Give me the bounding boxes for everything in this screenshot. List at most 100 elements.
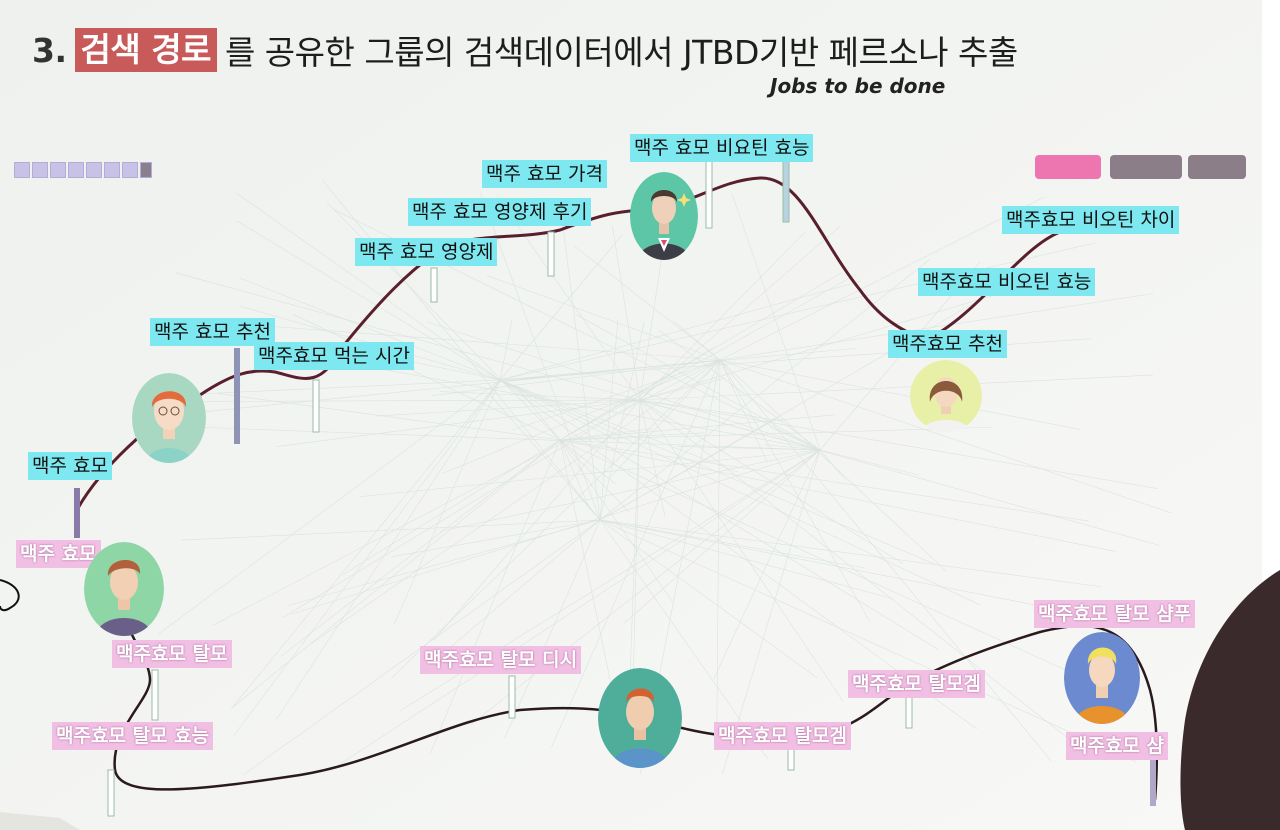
mesh-line: [499, 379, 739, 473]
mesh-line: [639, 399, 844, 702]
mesh-line: [559, 439, 1089, 522]
mesh-line: [322, 180, 601, 521]
mesh-line: [623, 449, 821, 624]
mesh-line: [609, 359, 721, 478]
mesh-line: [719, 359, 768, 462]
mesh-line: [271, 326, 721, 361]
keyword-upper: 맥주 효모 가격: [482, 160, 607, 188]
mesh-line: [559, 426, 993, 441]
mesh-line: [443, 359, 721, 474]
marker: [151, 669, 159, 721]
mesh-line: [628, 399, 641, 704]
persona-woman-bob-avatar: [910, 360, 982, 432]
mesh-line: [639, 399, 1082, 750]
mesh-line: [639, 399, 1158, 489]
toolbar-square[interactable]: [50, 162, 66, 178]
marker: [234, 348, 240, 444]
toolbar-square[interactable]: [140, 162, 152, 178]
slide-title: 3. 검색 경로 를 공유한 그룹의 검색데이터에서 JTBD기반 페르소나 추…: [32, 24, 1018, 76]
mesh-line: [731, 194, 821, 451]
keyword-upper: 맥주 효모 영양제 후기: [408, 198, 592, 226]
toolbar-button-gray[interactable]: [1188, 155, 1246, 179]
mesh-line: [328, 449, 821, 772]
mesh-line: [480, 192, 601, 521]
mesh-line: [719, 359, 871, 623]
mesh-line: [158, 379, 501, 635]
mesh-line: [236, 220, 501, 381]
marker: [547, 231, 555, 277]
toolbar-square[interactable]: [32, 162, 48, 178]
mesh-line: [719, 359, 1172, 514]
mesh-line: [722, 449, 821, 775]
mesh-line: [470, 449, 821, 725]
persona-man-blond-avatar: [1064, 632, 1140, 724]
mesh-line: [573, 245, 721, 361]
toolbar-square[interactable]: [122, 162, 138, 178]
toolbar-square[interactable]: [68, 162, 84, 178]
mesh-line: [232, 379, 501, 708]
corner-mark: [0, 812, 80, 830]
mesh-line: [439, 391, 641, 401]
title-highlight: 검색 경로: [74, 28, 217, 72]
marker: [1150, 760, 1156, 806]
toolbar-square[interactable]: [14, 162, 30, 178]
keyword-upper: 맥주 효모 비요틴 효능: [630, 134, 814, 162]
keyword-lower: 맥주효모 탈모 디시: [420, 646, 582, 674]
mesh-line: [448, 519, 601, 649]
mesh-line: [499, 379, 939, 650]
mesh-line: [599, 267, 1036, 521]
mesh-line: [440, 449, 821, 532]
mesh-line: [559, 274, 856, 441]
mesh-line: [599, 258, 931, 521]
mesh-line: [391, 359, 721, 679]
mesh-line: [599, 519, 768, 760]
toolbar-button-gray[interactable]: [1110, 155, 1182, 179]
keyword-lower: 맥주효모 탈모겜: [848, 670, 985, 698]
mesh-line: [433, 399, 641, 641]
slide-number: 3.: [32, 30, 67, 70]
keyword-lower: 맥주효모 탈모겜: [714, 722, 851, 750]
level-markers: [74, 159, 1156, 817]
marker: [107, 769, 115, 817]
mesh-line: [819, 449, 920, 476]
mesh-line: [639, 231, 806, 401]
keyword-lower: 맥주효모 탈모: [112, 640, 232, 668]
persona-red-hair-woman-avatar: [132, 373, 206, 463]
mesh-line: [819, 449, 846, 480]
mesh-line: [559, 439, 1117, 552]
mesh-line: [639, 286, 1022, 401]
mesh-line: [639, 225, 841, 401]
network-mesh: [157, 180, 1172, 775]
mesh-line: [427, 321, 821, 451]
mesh-line: [360, 449, 821, 497]
mini-toolbar: [14, 162, 152, 178]
keyword-upper: 맥주효모 비오틴 차이: [1002, 206, 1180, 234]
mesh-line: [499, 242, 1096, 381]
mesh-line: [239, 277, 501, 381]
mesh-line: [519, 389, 561, 441]
mesh-line: [559, 199, 601, 521]
mesh-line: [429, 439, 561, 754]
mesh-line: [559, 272, 842, 441]
mesh-line: [511, 359, 721, 431]
mesh-line: [559, 414, 835, 441]
mesh-line: [559, 428, 652, 441]
toolbar-square[interactable]: [104, 162, 120, 178]
mesh-line: [639, 399, 1160, 546]
hand-mark: [0, 579, 20, 612]
toolbar-square[interactable]: [86, 162, 102, 178]
keyword-lower: 맥주효모 탈모 효능: [52, 722, 214, 750]
mesh-line: [496, 196, 641, 401]
mesh-line: [719, 359, 1081, 430]
marker: [508, 675, 516, 719]
mesh-line: [504, 519, 601, 739]
toolbar-button-pink[interactable]: [1035, 155, 1101, 179]
mesh-line: [559, 439, 1124, 697]
mesh-line: [391, 519, 601, 558]
title-text: 를 공유한 그룹의 검색데이터에서 JTBD기반 페르소나 추출: [224, 33, 1018, 72]
mesh-line: [611, 225, 641, 401]
mesh-line: [288, 519, 601, 606]
keyword-upper: 맥주효모 먹는 시간: [254, 342, 414, 370]
mesh-line: [559, 432, 705, 441]
mesh-line: [599, 519, 1102, 588]
